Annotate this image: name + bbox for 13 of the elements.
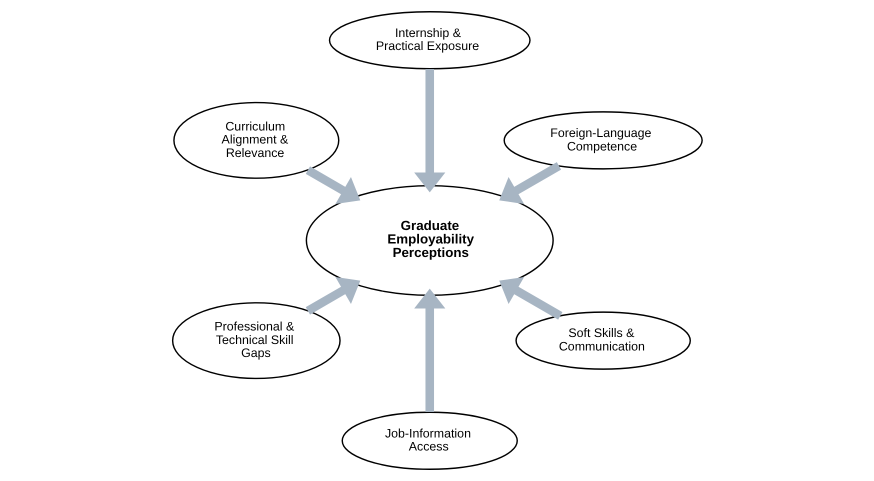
node-ellipse: Internship & Practical Exposure [328,11,530,70]
arrow [414,288,445,412]
node-ellipse: Foreign-Language Competence [503,111,702,170]
arrow [305,166,360,204]
node-ellipse: Professional & Technical Skill Gaps [171,302,340,380]
arrow [414,68,445,192]
node-ellipse: Curriculum Alignment & Relevance [172,102,339,179]
node-ellipse: Job-Information Access [341,412,518,470]
arrow [305,276,360,315]
node-ellipse: Graduate Employability Perceptions [305,185,554,296]
arrow [498,162,561,204]
node-ellipse: Soft Skills & Communication [514,311,690,370]
arrow [498,277,562,320]
